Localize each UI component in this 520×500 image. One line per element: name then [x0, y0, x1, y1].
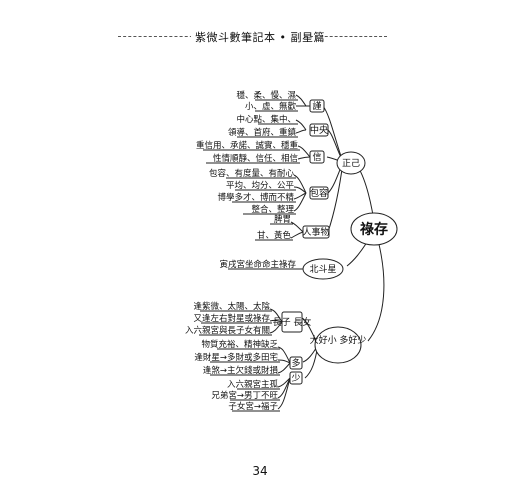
- leaf: 脾胃: [274, 214, 291, 225]
- leaf: 包容、有度量、有耐心: [209, 168, 295, 179]
- leaf: 領導、首府、重鎮: [228, 127, 297, 138]
- leaf: 中心點、集中、: [236, 114, 296, 125]
- header-rule-right: [305, 36, 387, 37]
- node-duo: 多: [291, 357, 300, 369]
- leaf: 重信用、承諾、誠實、穩重: [196, 140, 299, 151]
- node-jin: 謹: [312, 100, 321, 112]
- leaf: 子女宮→福子: [228, 401, 278, 412]
- branch-dahao: 大好小 多好少: [310, 334, 367, 346]
- leaf: 甘、黃色: [257, 230, 292, 241]
- leaf: 入六親宮主孤: [227, 379, 279, 390]
- connector-center-dahao: [367, 228, 385, 342]
- page-number: 34: [252, 464, 268, 478]
- leaf: 寅戌宮坐命命主祿存: [219, 259, 296, 270]
- leaf: 博學多才、博而不精: [217, 192, 294, 203]
- leaf: 小、虛、無歡: [245, 101, 297, 112]
- dahao-node-shape: [314, 326, 362, 364]
- node-baorong: 包容: [310, 187, 328, 199]
- beidou-node-shape: [302, 258, 344, 280]
- center-node-shape: [350, 212, 398, 246]
- leaf: 平均、均分、公平: [226, 180, 295, 191]
- branch-beidou: 北斗星: [309, 264, 336, 275]
- page-header: 紫微斗數筆記本 • 副星篇: [0, 29, 520, 45]
- center-node: 祿存: [359, 221, 388, 238]
- branch-dahao-label: 大好小 多好少: [310, 334, 367, 346]
- leaf: 又逢左右對星或祿存: [193, 313, 270, 324]
- leaf: 性情順靜、信任、相信: [213, 153, 299, 164]
- leaf: 兄弟宮→男丁不旺: [211, 390, 278, 401]
- node-shao: 少: [291, 373, 300, 384]
- leaf: 整合、整理: [251, 204, 294, 215]
- node-renshiwu: 人事物: [302, 226, 329, 238]
- leaf: 逢財星→多財或多田宅: [194, 352, 278, 363]
- leaf: 逢紫微、太陽、太陰: [193, 301, 270, 312]
- branch-zhengji: 正己: [342, 158, 360, 169]
- leaf: 逢煞→主欠錢或財損: [203, 365, 279, 376]
- leaf: 物質充裕、精神缺乏: [201, 339, 278, 350]
- node-zhongyang: 中央: [310, 124, 328, 136]
- node-zhangzi: 長子 長女: [273, 316, 312, 328]
- node-xin: 信: [312, 151, 321, 163]
- zhengji-node-shape: [336, 151, 366, 175]
- leaf: 入六親宮與長子女有關: [185, 325, 270, 336]
- header-title: 紫微斗數筆記本 • 副星篇: [0, 29, 520, 45]
- header-rule-left: [118, 36, 198, 37]
- leaf: 穩、柔、慢、濕: [236, 90, 296, 101]
